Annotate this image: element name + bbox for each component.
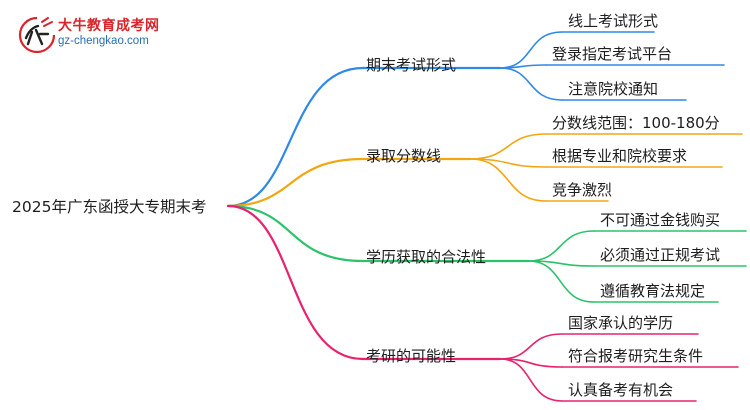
leaf-connector-2-3 — [469, 158, 547, 202]
branch-connector-1 — [226, 66, 365, 208]
branch-topic-2: 录取分数线 — [366, 147, 442, 165]
brand-logo: 大牛教育成考网 gz-chengkao.com — [18, 14, 178, 56]
leaf-topic-4-1: 国家承认的学历 — [568, 314, 674, 332]
leaf-connector-1-3 — [499, 67, 563, 101]
leaf-connector-4-1 — [499, 333, 563, 360]
leaf-topic-3-3: 遵循教育法规定 — [600, 282, 706, 300]
leaf-connector-3-2 — [527, 260, 595, 267]
leaf-topic-4-2: 符合报考研究生条件 — [568, 347, 704, 365]
leaf-connector-2-2 — [469, 158, 547, 168]
leaf-topic-2-1: 分数线范围：100-180分 — [552, 114, 720, 132]
leaf-connector-3-1 — [527, 230, 595, 262]
leaf-connector-1-1 — [499, 31, 563, 69]
leaf-connector-2-1 — [469, 133, 547, 160]
leaf-connector-4-3 — [499, 358, 563, 402]
branch-connector-2 — [226, 157, 365, 208]
leaf-topic-3-1: 不可通过金钱购买 — [600, 211, 721, 229]
branch-topic-1: 期末考试形式 — [366, 56, 457, 74]
branch-connector-4 — [226, 204, 365, 361]
leaf-connector-3-3 — [527, 260, 595, 303]
leaf-connector-1-2 — [499, 64, 547, 69]
leaf-topic-2-3: 竞争激烈 — [552, 181, 613, 199]
leaf-topic-2-2: 根据专业和院校要求 — [552, 147, 688, 165]
branch-topic-4: 考研的可能性 — [366, 347, 457, 365]
leaf-topic-1-2: 登录指定考试平台 — [552, 45, 673, 63]
logo-url: gz-chengkao.com — [58, 35, 149, 47]
leaf-topic-1-1: 线上考试形式 — [568, 12, 659, 30]
branch-topic-3: 学历获取的合法性 — [366, 248, 487, 266]
leaf-topic-1-3: 注意院校通知 — [568, 80, 659, 98]
leaf-connector-4-2 — [499, 358, 563, 368]
leaf-topic-3-2: 必须通过正规考试 — [600, 246, 721, 264]
calf-logo-icon — [18, 16, 56, 54]
logo-title: 大牛教育成考网 — [58, 18, 160, 34]
leaf-topic-4-3: 认真备考有机会 — [568, 381, 674, 399]
root-topic: 2025年广东函授大专期末考 — [12, 198, 207, 216]
branch-connector-3 — [226, 204, 365, 263]
